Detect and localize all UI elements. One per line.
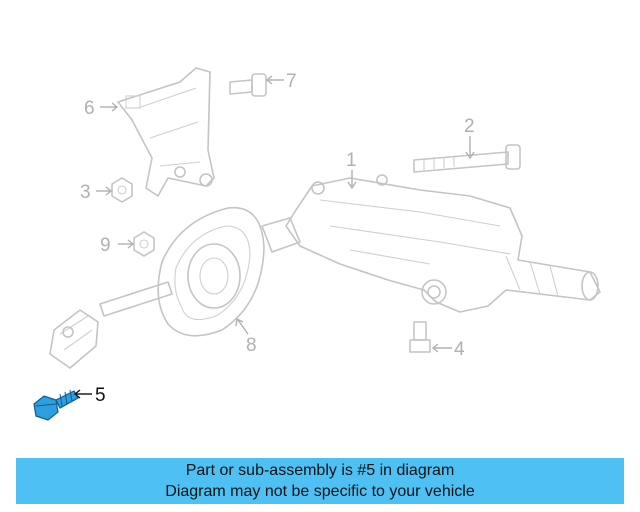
steering-column-part-1 xyxy=(261,174,601,313)
banner-line-part-number: Part or sub-assembly is #5 in diagram xyxy=(185,462,455,479)
boot-part-8 xyxy=(157,206,265,337)
nut-part-9 xyxy=(133,231,155,257)
callout-5: 5 xyxy=(95,385,106,406)
callout-1: 1 xyxy=(346,150,357,171)
callout-7: 7 xyxy=(286,71,297,92)
callout-9: 9 xyxy=(100,235,111,256)
leader-8 xyxy=(237,319,249,335)
parts-diagram: 1 2 3 4 5 6 7 8 9 xyxy=(33,67,601,421)
banner-line-disclaimer: Diagram may not be specific to your vehi… xyxy=(165,483,475,500)
intermediate-shaft xyxy=(49,281,173,369)
callout-6: 6 xyxy=(84,98,95,119)
info-banner: Part or sub-assembly is #5 in diagram Di… xyxy=(16,458,624,504)
long-bolt-part-2 xyxy=(413,144,521,173)
bracket-part-6 xyxy=(117,67,215,197)
bolt-part-4 xyxy=(409,321,431,353)
bolt-part-7 xyxy=(229,73,267,97)
nut-part-3 xyxy=(111,177,133,203)
bolt-part-5 xyxy=(33,389,79,421)
callout-3: 3 xyxy=(80,182,91,203)
callout-2: 2 xyxy=(464,116,475,137)
callout-4: 4 xyxy=(454,339,465,360)
callout-8: 8 xyxy=(246,335,257,356)
